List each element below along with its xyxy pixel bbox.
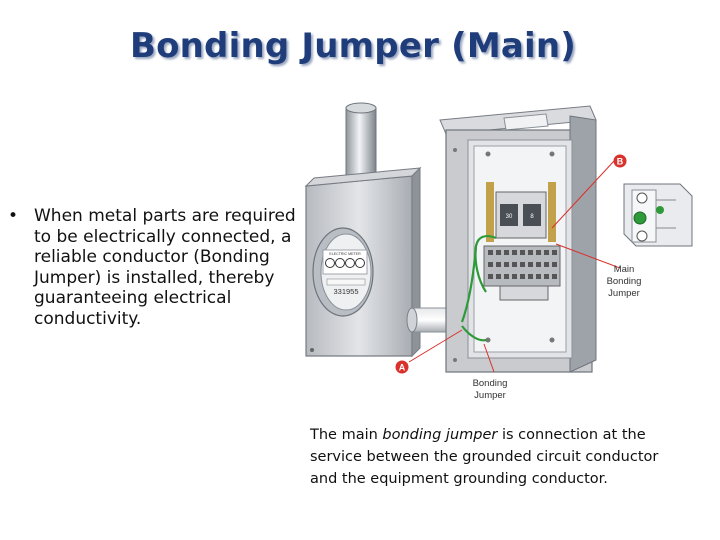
- caption-after: is connection at the service between the…: [310, 427, 659, 487]
- label-main-line1: Main: [614, 264, 635, 275]
- callout-b: B: [613, 154, 627, 168]
- breaker-rating-b: 8: [530, 214, 534, 220]
- neutral-bus: [483, 245, 561, 301]
- main-breaker: 30 8: [486, 182, 556, 242]
- slide-title: Bonding Jumper (Main): [129, 26, 577, 66]
- inset-detail: [623, 183, 693, 247]
- callout-leaders: [408, 160, 621, 373]
- label-bonding-line2: Jumper: [474, 390, 506, 401]
- electric-meter: ELECTRIC METER 331955: [312, 227, 374, 317]
- bonding-wires: [460, 235, 497, 342]
- callout-a-letter: A: [399, 363, 406, 373]
- label-main-line2: Bonding: [607, 276, 642, 287]
- caption-emphasis: bonding jumper: [382, 427, 498, 443]
- label-bonding-jumper: Bonding Jumper: [473, 378, 508, 401]
- callout-b-letter: B: [617, 157, 624, 167]
- callout-a: A: [395, 360, 409, 374]
- breaker-rating-a: 30: [506, 214, 513, 220]
- bullet-text: When metal parts are required to be elec…: [34, 206, 296, 329]
- label-bonding-line1: Bonding: [473, 378, 508, 389]
- bullet-marker: •: [8, 206, 19, 226]
- meter-number: 331955: [333, 287, 358, 296]
- service-panel: [439, 105, 597, 373]
- caption-before: The main: [310, 427, 383, 443]
- meter-brand: ELECTRIC METER: [329, 252, 361, 256]
- label-main-bonding-jumper: Main Bonding Jumper: [607, 264, 642, 299]
- label-main-line3: Jumper: [608, 288, 640, 299]
- caption: The main bonding jumper is connection at…: [310, 424, 690, 490]
